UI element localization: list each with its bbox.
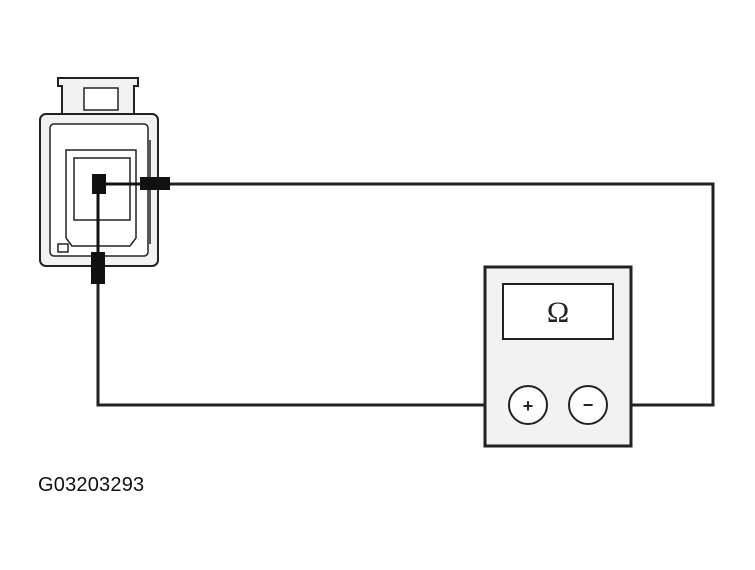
positive-terminal-sign: +: [523, 396, 534, 416]
meter-display-text: Ω: [547, 296, 569, 329]
wires: [96, 182, 715, 407]
figure-id: G03203293: [38, 474, 145, 496]
connector-tab-inner: [83, 87, 119, 111]
negative-terminal: [568, 385, 608, 425]
probe-right: [106, 177, 170, 190]
ohmmeter: Ω + −: [483, 265, 633, 448]
wire-negative: [170, 182, 715, 407]
positive-terminal: [508, 385, 548, 425]
connector-pin: [92, 174, 106, 194]
probe-bottom: [91, 194, 105, 284]
wire-positive: [96, 284, 508, 407]
connector-latch: [57, 243, 69, 253]
negative-terminal-sign: −: [583, 395, 594, 415]
meter-display: [502, 283, 614, 340]
